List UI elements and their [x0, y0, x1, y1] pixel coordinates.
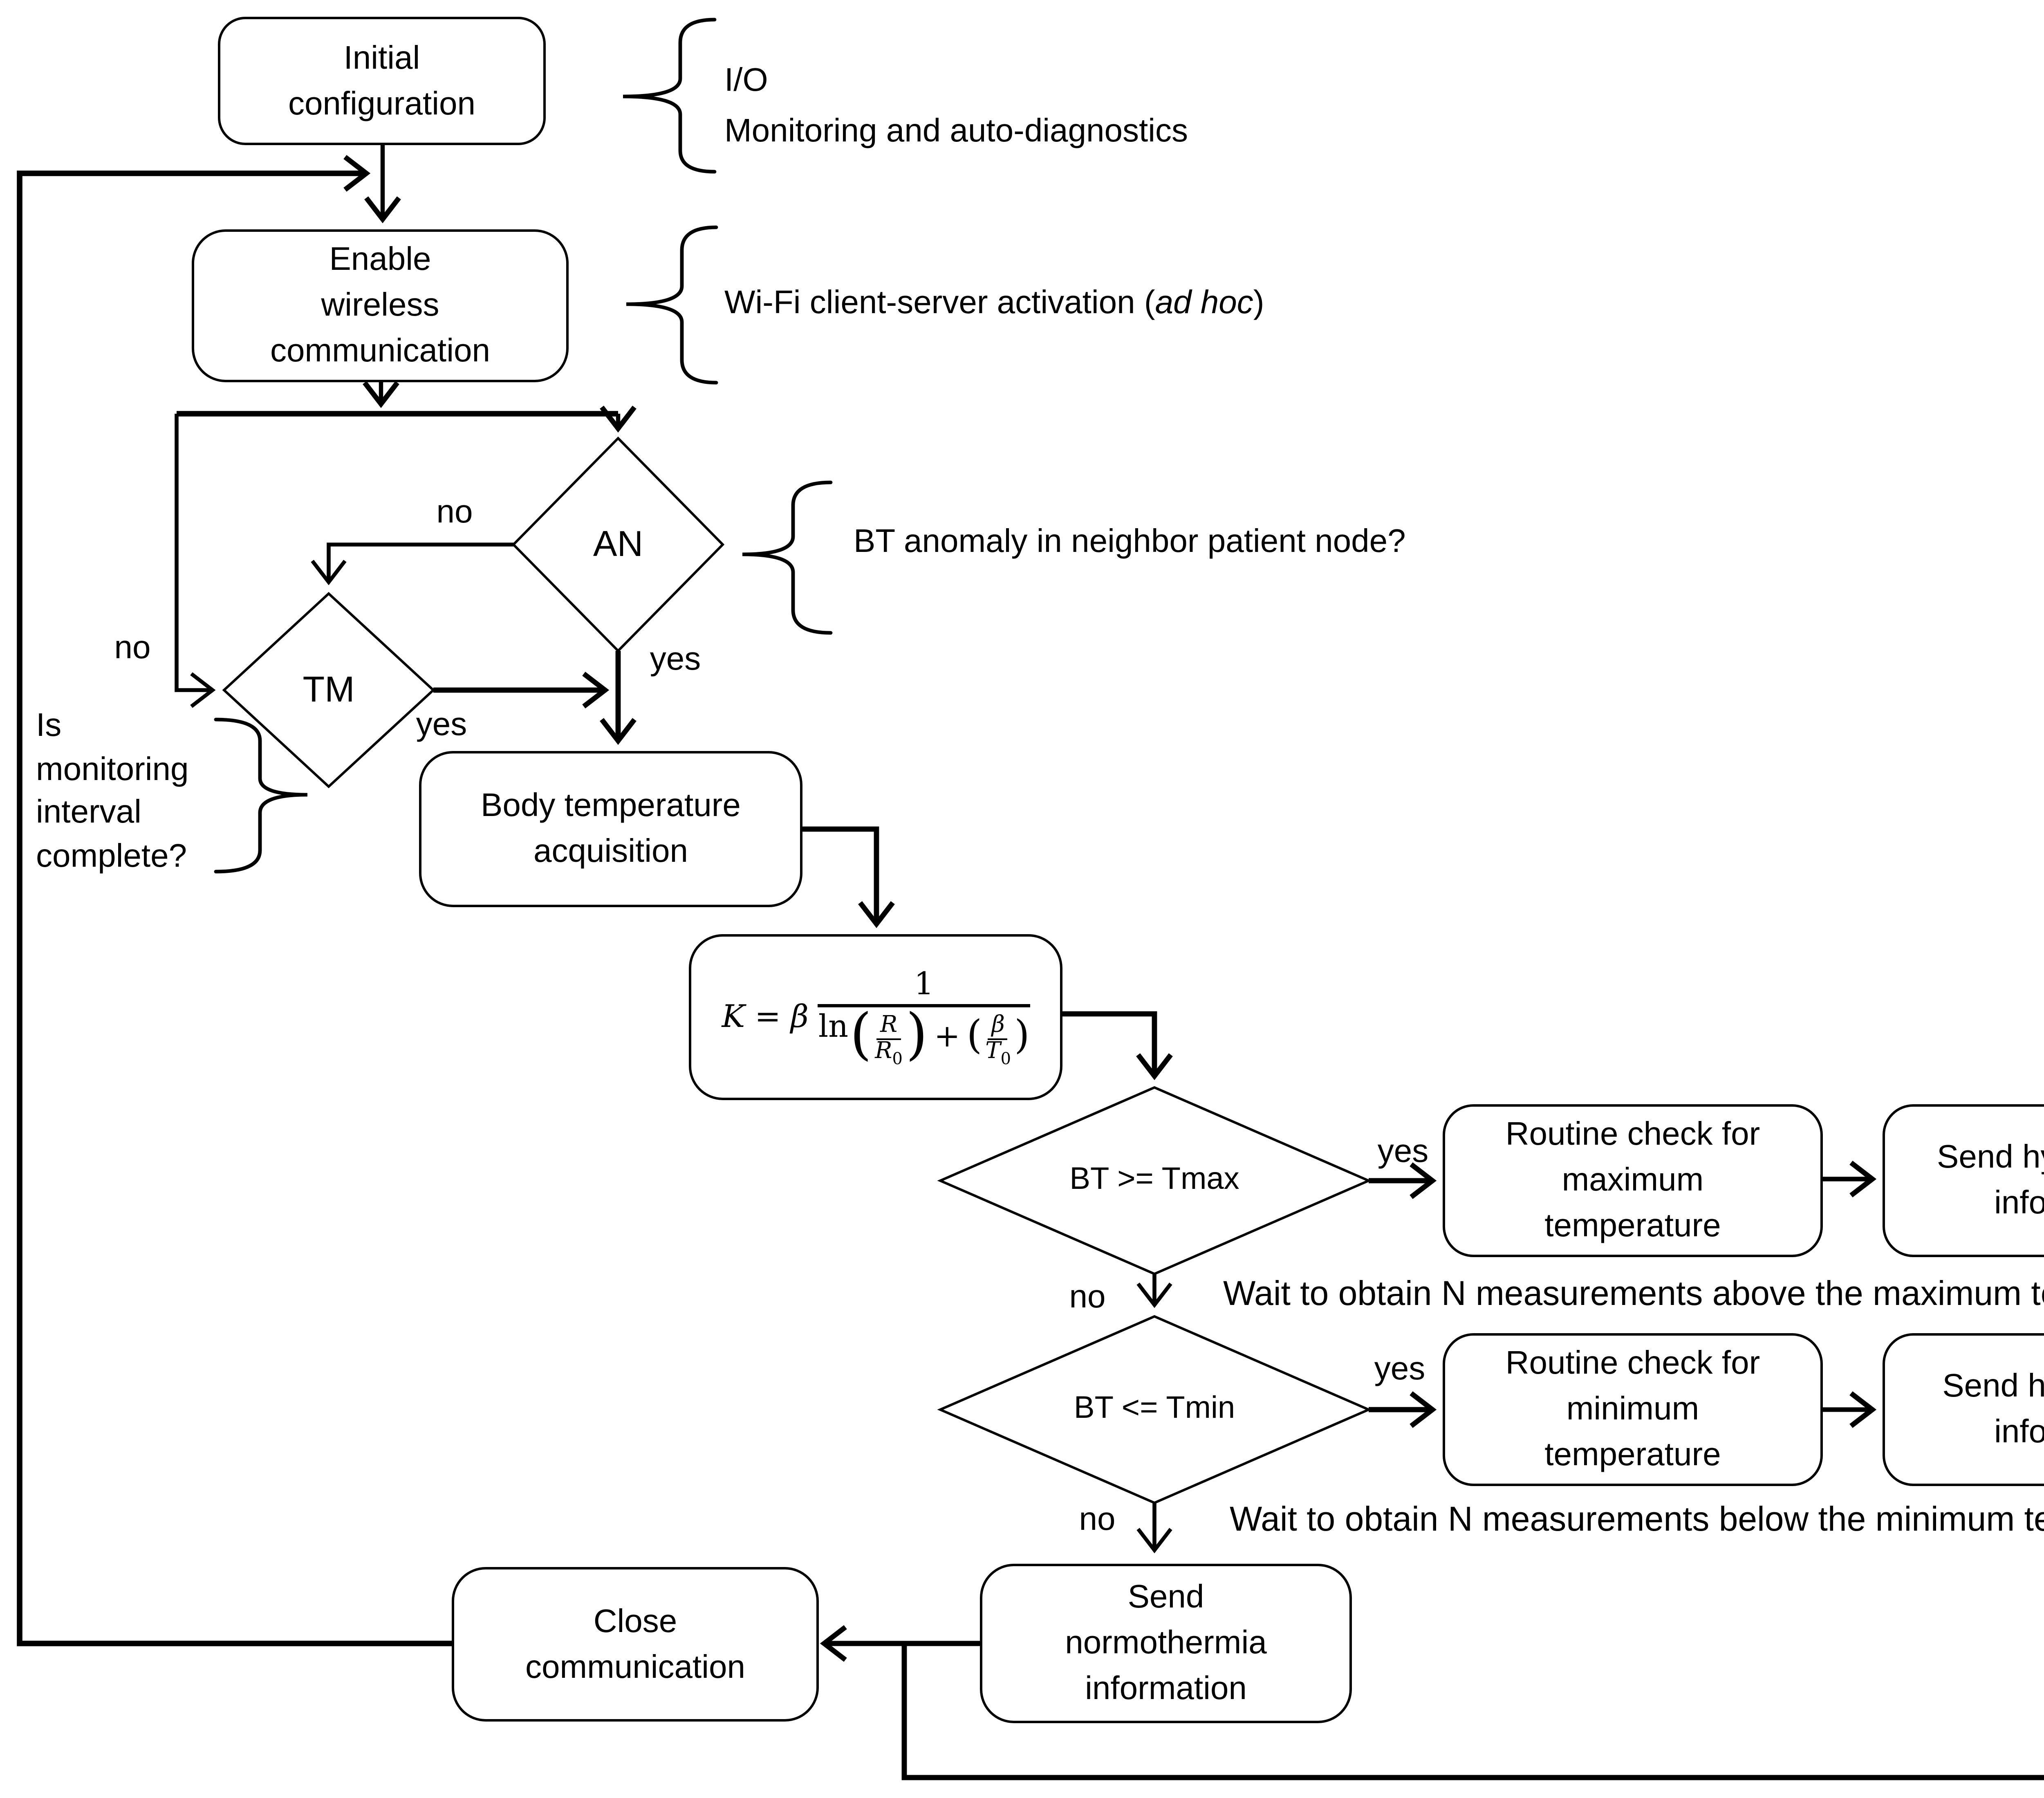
- formula-beta: β: [790, 998, 809, 1035]
- edge-an-no: [311, 543, 513, 585]
- annotation-wait-below: Wait to obtain N measurements below the …: [1230, 1501, 2044, 1539]
- node-label-line: temperature: [1544, 1208, 1721, 1244]
- shape-enable-wireless: [192, 229, 569, 382]
- annotation-line: Is: [36, 708, 62, 744]
- shape-initial-configuration: [218, 17, 546, 145]
- node-label-line: Body temperature: [481, 788, 741, 824]
- annotation-line: monitoring: [36, 751, 189, 787]
- formula-k: K: [722, 998, 745, 1035]
- edge-label-tm-yes: yes: [416, 707, 467, 743]
- node-routine-check-max: Routine check for maximum temperature: [1444, 1105, 1822, 1256]
- shape-close-communication: [452, 1567, 819, 1722]
- formula-expression: K = β 1 ln ( R R0 ) + ( β: [722, 966, 1030, 1069]
- node-send-hyperthermia: Send hyperthermia information: [1884, 1105, 2044, 1256]
- edge-label-an-no: no: [436, 495, 473, 531]
- edge-label-tm-no: no: [114, 630, 151, 666]
- node-label-line: information: [1085, 1671, 1247, 1707]
- node-label-line: Enable: [329, 242, 431, 278]
- shape-decision-an: [511, 436, 725, 653]
- formula-lparen-2: (: [966, 1012, 982, 1058]
- node-label-line: Routine check for: [1505, 1346, 1760, 1382]
- formula-rparen-2: ): [1014, 1012, 1030, 1058]
- annotation-io-line1: I/O: [724, 63, 768, 99]
- edge-label-an-yes: yes: [650, 642, 701, 678]
- formula-plus: +: [934, 1018, 960, 1055]
- node-label-line: normothermia: [1065, 1625, 1267, 1661]
- node-label-line: minimum: [1566, 1392, 1699, 1428]
- node-label-line: configuration: [288, 86, 476, 122]
- shape-decision-btmin: [937, 1315, 1372, 1504]
- node-close-communication: Close communication: [453, 1568, 818, 1720]
- node-label-line: information: [1994, 1186, 2044, 1222]
- formula-minifrac-t: β T0: [985, 1012, 1011, 1069]
- node-label-line: Close: [593, 1603, 677, 1639]
- brace-wifi: [626, 225, 718, 385]
- annotation-wifi: Wi-Fi client-server activation (ad hoc): [724, 285, 1264, 323]
- edge-label-btmin-no: no: [1079, 1502, 1116, 1538]
- node-send-hypothermia: Send hypothermia information: [1884, 1334, 2044, 1485]
- brace-io: [623, 18, 717, 174]
- node-label-line: acquisition: [533, 834, 688, 870]
- brace-monitoring-question: [214, 717, 308, 874]
- brace-bt-anomaly: [742, 480, 833, 635]
- annotation-wifi-italic: ad hoc: [1155, 285, 1253, 321]
- node-label-line: communication: [270, 334, 490, 370]
- node-label-line: communication: [525, 1649, 745, 1685]
- node-body-temperature: Body temperature acquisition: [420, 752, 801, 906]
- edge-return-bottom-loop: [901, 1645, 2044, 1780]
- annotation-wifi-post: ): [1253, 285, 1264, 321]
- edge-label-btmin-yes: yes: [1374, 1352, 1425, 1388]
- formula-ln: ln: [818, 1009, 849, 1045]
- formula-minifrac-r: R R0: [875, 1012, 903, 1069]
- decision-label-btmin: BT <= Tmin: [1074, 1392, 1235, 1426]
- edge-label-btmax-no: no: [1069, 1280, 1106, 1316]
- node-enable-wireless: Enable wireless communication: [193, 231, 567, 381]
- annotation-line: interval: [36, 795, 141, 831]
- decision-label-btmax: BT >= Tmax: [1069, 1163, 1239, 1197]
- node-label-line: Send hypothermia: [1942, 1369, 2044, 1405]
- decision-label-an: AN: [593, 523, 643, 564]
- formula-rparen-1: ): [905, 1002, 928, 1068]
- edge-body-to-formula: [801, 826, 895, 928]
- annotation-wifi-pre: Wi-Fi client-server activation (: [724, 285, 1155, 321]
- edge-formula-to-btmax: [1061, 1011, 1173, 1081]
- node-label-line: Initial: [343, 40, 420, 76]
- annotation-monitoring-question: Is monitoring interval complete?: [36, 705, 189, 878]
- formula-lparen-1: (: [850, 1002, 872, 1068]
- decision-label-tm: TM: [303, 669, 355, 710]
- shape-routine-check-min: [1443, 1333, 1823, 1486]
- node-initial-configuration: Initial configuration: [219, 18, 545, 144]
- node-label-line: Send: [1127, 1580, 1204, 1616]
- formula-fraction: 1 ln ( R R0 ) + ( β T0 ): [818, 966, 1030, 1069]
- annotation-bt-anomaly: BT anomaly in neighbor patient node?: [854, 524, 1406, 560]
- node-formula: K = β 1 ln ( R R0 ) + ( β: [690, 935, 1061, 1099]
- shape-send-hyperthermia: [1883, 1104, 2044, 1257]
- shape-send-normothermia: [980, 1564, 1352, 1723]
- edge-close-feedback-loop: [17, 155, 453, 1646]
- formula-equals: =: [755, 998, 781, 1035]
- node-label-line: Send hyperthermia: [1937, 1140, 2044, 1176]
- node-send-normothermia: Send normothermia information: [981, 1565, 1351, 1722]
- formula-numerator: 1: [914, 966, 934, 1003]
- node-label-line: information: [1994, 1415, 2044, 1451]
- annotation-wait-above: Wait to obtain N measurements above the …: [1223, 1276, 2044, 1313]
- formula-denominator: ln ( R R0 ) + ( β T0 ): [818, 1002, 1030, 1069]
- edge-label-btmax-yes: yes: [1377, 1134, 1429, 1170]
- shape-body-temperature: [419, 751, 802, 907]
- node-label-line: maximum: [1562, 1163, 1704, 1199]
- node-label-line: wireless: [321, 288, 439, 324]
- shape-routine-check-max: [1443, 1104, 1823, 1257]
- formula-fraction-bar: [818, 1004, 1030, 1007]
- edge-splitter-to-tm: [175, 414, 216, 708]
- shape-send-hypothermia: [1883, 1333, 2044, 1486]
- node-routine-check-min: Routine check for minimum temperature: [1444, 1334, 1822, 1485]
- shape-decision-tm: [222, 592, 435, 789]
- shape-formula: [689, 934, 1062, 1100]
- annotation-line: complete?: [36, 838, 187, 874]
- node-label-line: Routine check for: [1505, 1117, 1760, 1153]
- shape-decision-btmax: [937, 1086, 1372, 1276]
- annotation-io-line2: Monitoring and auto-diagnostics: [724, 114, 1188, 150]
- node-label-line: temperature: [1544, 1437, 1721, 1473]
